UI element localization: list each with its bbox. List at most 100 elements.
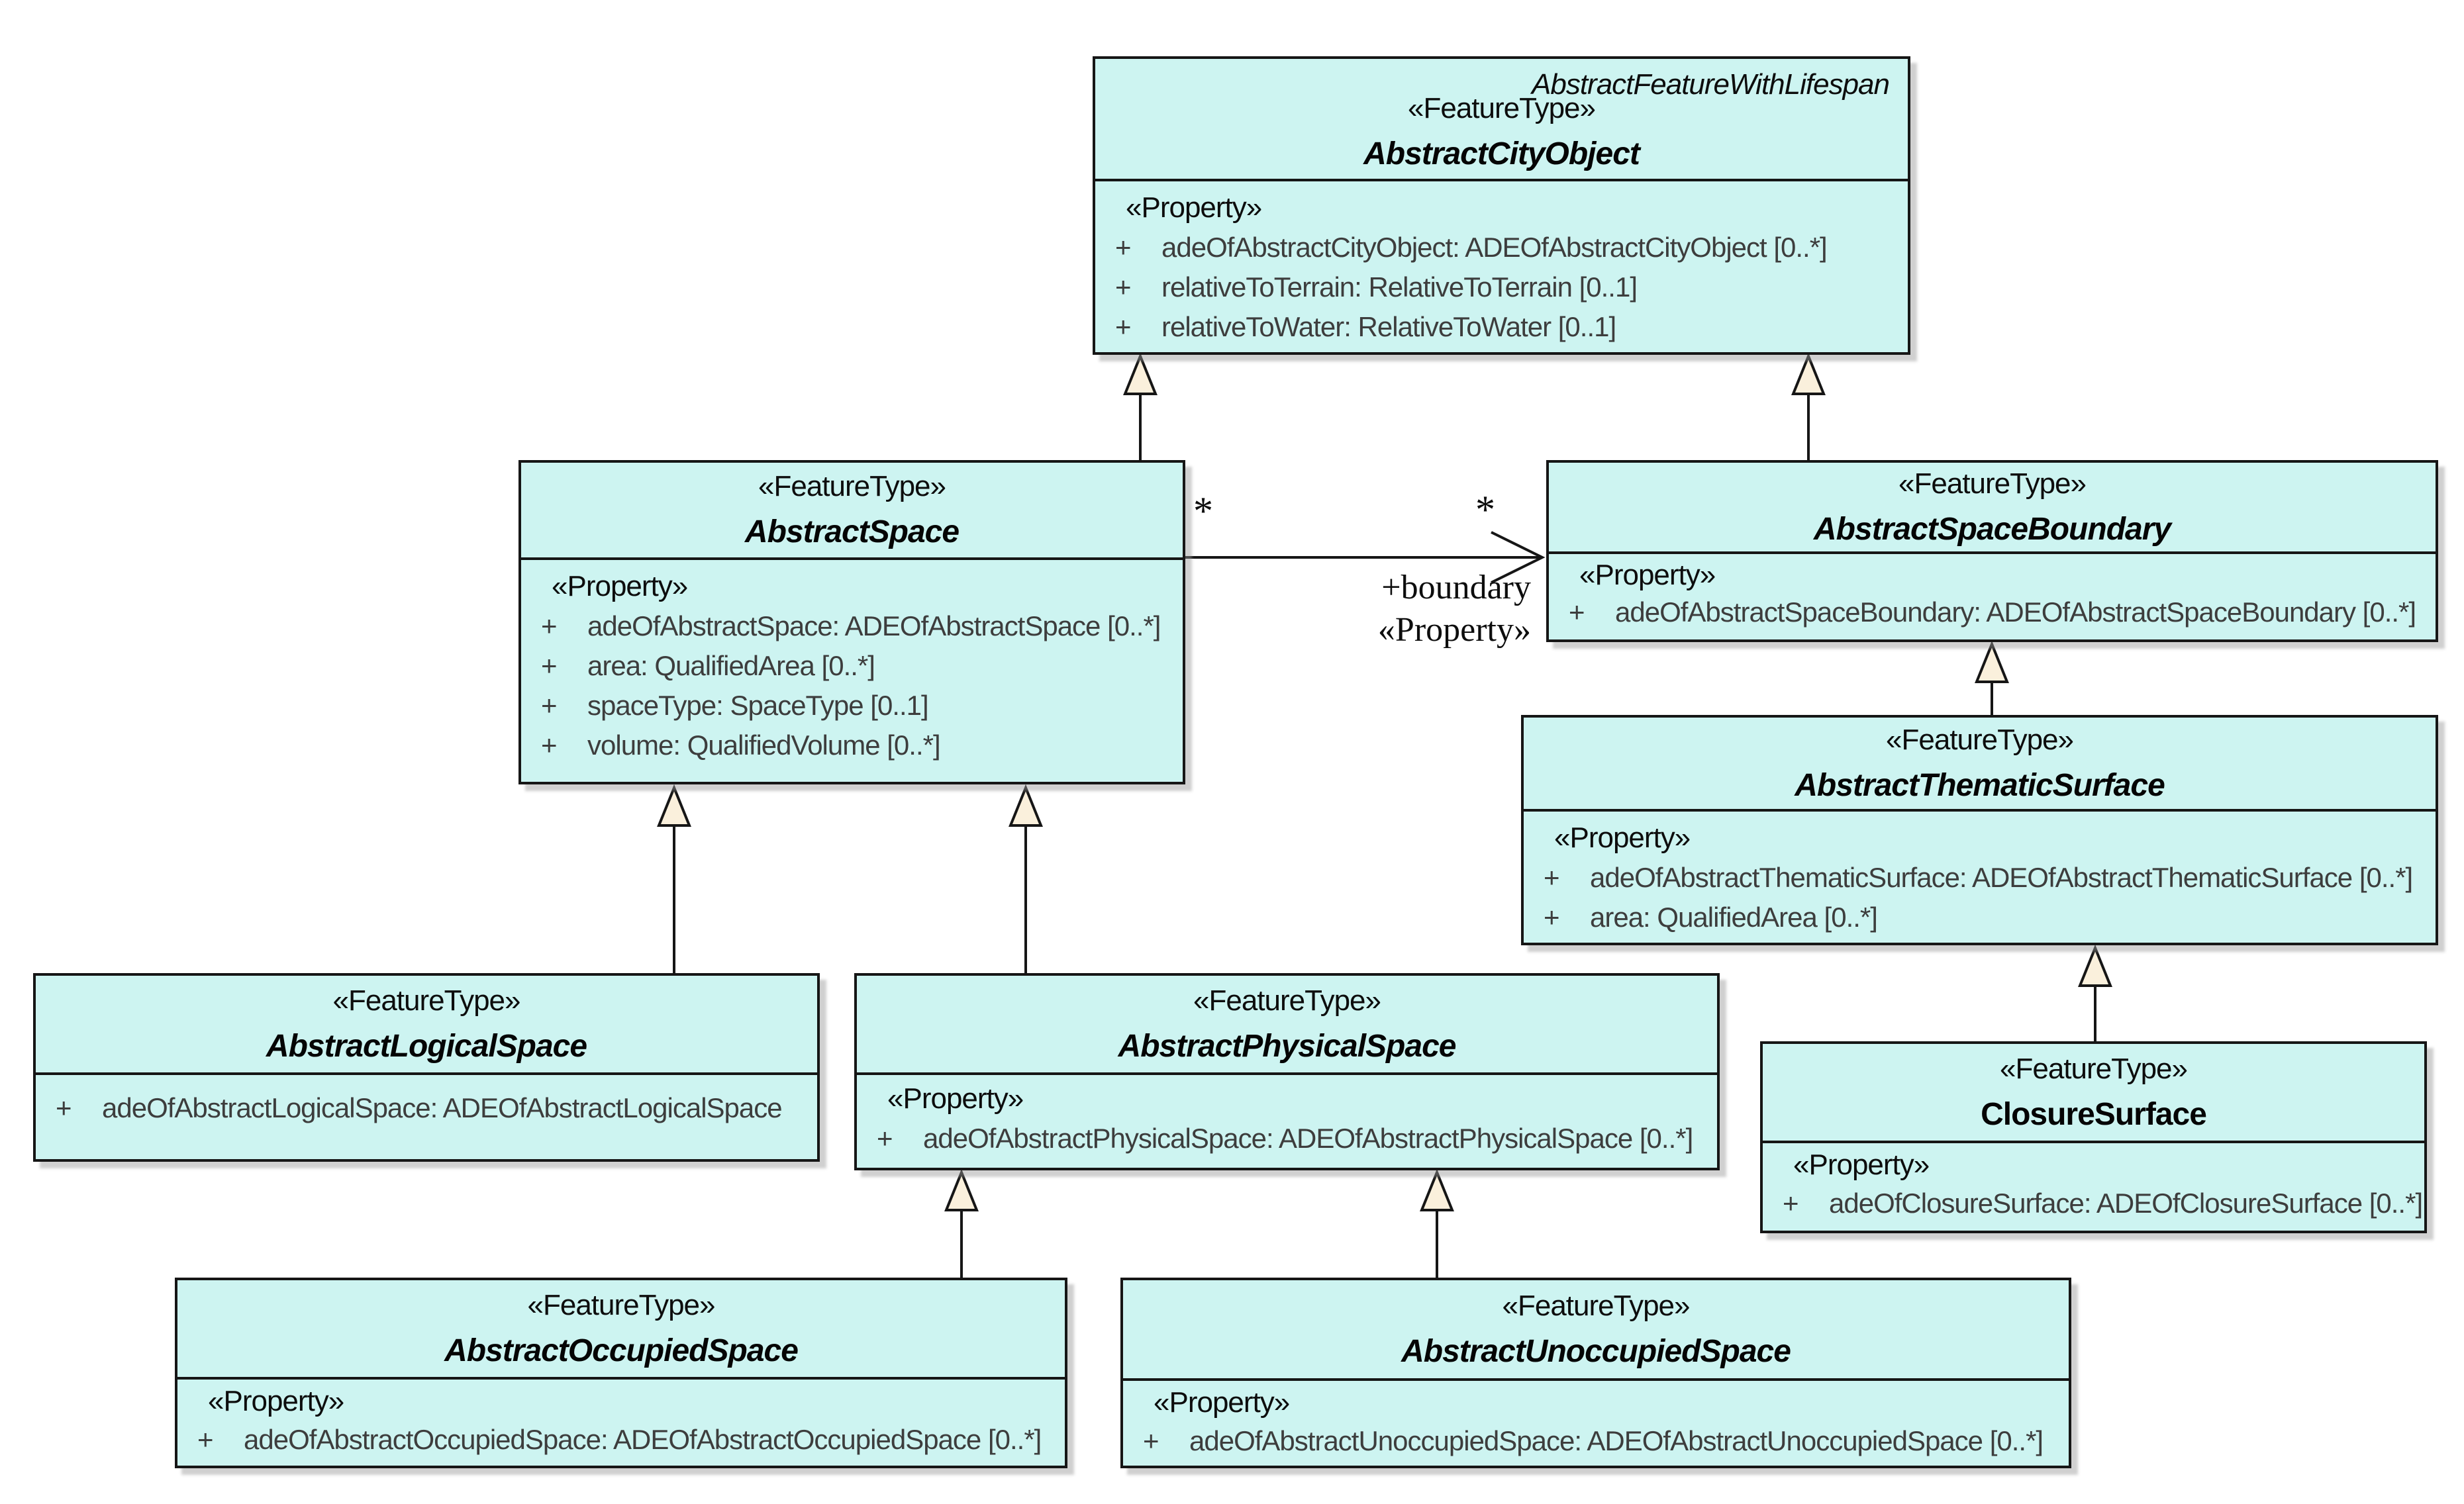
class-properties: «Property» + adeOfAbstractOccupiedSpace: … [177,1380,1065,1459]
generalization-arrowhead-icon [944,1168,979,1211]
property-text: relativeToTerrain: RelativeToTerrain [0.… [1161,271,1638,303]
property-stereotype: «Property» [1793,1149,1930,1181]
class-name: AbstractSpaceBoundary [1813,511,2171,547]
stereotype-label: «FeatureType» [1408,92,1596,124]
property-text: spaceType: SpaceType [0..1] [587,690,929,721]
property-text: area: QualifiedArea [0..*] [587,650,875,681]
visibility-marker: + [197,1424,214,1455]
property-stereotype: «Property» [208,1385,344,1417]
stereotype-label: «FeatureType» [1193,984,1381,1017]
property-text: adeOfAbstractSpaceBoundary: ADEOfAbstrac… [1615,596,2416,628]
class-header: AbstractFeatureWithLifespan «FeatureType… [1095,59,1908,181]
association-stereotype-label: «Property» [1377,611,1531,649]
generalization-arrowhead-icon [2078,944,2112,987]
class-box-abstract-city-object[interactable]: AbstractFeatureWithLifespan «FeatureType… [1093,56,1910,355]
property-row: + area: QualifiedArea [0..*] [521,646,1183,686]
visibility-marker: + [541,690,558,721]
property-row: + area: QualifiedArea [0..*] [1524,898,2436,937]
class-properties: «Property» + adeOfClosureSurface: ADEOfCl… [1763,1143,2424,1223]
generalization-arrowhead-icon [1420,1168,1454,1211]
class-box-closure-surface[interactable]: «FeatureType» ClosureSurface «Property» … [1760,1041,2427,1233]
class-box-abstract-space[interactable]: «FeatureType» AbstractSpace «Property» +… [518,460,1185,784]
class-header: «FeatureType» AbstractSpace [521,463,1183,560]
visibility-marker: + [1115,311,1132,342]
property-stereotype: «Property» [1579,559,1716,591]
class-box-abstract-space-boundary[interactable]: «FeatureType» AbstractSpaceBoundary «Pro… [1546,460,2438,642]
property-text: adeOfClosureSurface: ADEOfClosureSurface… [1829,1188,2423,1219]
visibility-marker: + [1115,232,1132,263]
property-row: +volume: QualifiedVolume [0..*] [521,726,1183,765]
class-header: «FeatureType» ClosureSurface [1763,1044,2424,1143]
property-row: + adeOfAbstractUnoccupiedSpace: ADEOfAbst… [1123,1422,2069,1460]
property-text: area: QualifiedArea [0..*] [1590,902,1878,933]
property-stereotype: «Property» [552,570,688,602]
association-multiplicity-source: * [1193,489,1213,533]
class-box-abstract-unoccupied-space[interactable]: «FeatureType» AbstractUnoccupiedSpace «P… [1120,1278,2071,1468]
property-text: adeOfAbstractCityObject: ADEOfAbstractCi… [1161,232,1828,263]
class-properties: «Property» +adeOfAbstractSpace: ADEOfAbs… [521,560,1183,765]
class-box-abstract-occupied-space[interactable]: «FeatureType» AbstractOccupiedSpace «Pro… [175,1278,1067,1468]
visibility-marker: + [1115,271,1132,303]
visibility-marker: + [1783,1188,1799,1219]
property-row: + adeOfAbstractOccupiedSpace: ADEOfAbstra… [177,1421,1065,1459]
property-text: volume: QualifiedVolume [0..*] [587,729,941,761]
stereotype-label: «FeatureType» [527,1288,716,1321]
generalization-arrowhead-icon [1975,640,2009,683]
generalization-arrowhead-icon [1791,352,1826,395]
class-name: AbstractLogicalSpace [266,1028,587,1064]
visibility-marker: + [877,1123,893,1154]
visibility-marker: + [1544,902,1560,933]
generalization-arrowhead-icon [1123,352,1158,395]
property-stereotype: «Property» [1154,1386,1290,1419]
stereotype-label: «FeatureType» [1886,723,2074,756]
property-text: adeOfAbstractThematicSurface: ADEOfAbstr… [1590,862,2413,893]
stereotype-label: «FeatureType» [1898,467,2087,500]
property-row: +adeOfAbstractSpaceBoundary: ADEOfAbstra… [1549,594,2436,631]
class-properties: «Property» + adeOfAbstractCityObject: ADE… [1095,181,1908,347]
property-row: +relativeToWater: RelativeToWater [0..1] [1095,307,1908,347]
class-name: AbstractCityObject [1363,136,1640,171]
generalization-arrowhead-icon [1009,784,1043,827]
property-text: adeOfAbstractLogicalSpace: ADEOfAbstract… [102,1092,783,1123]
property-stereotype: «Property» [1554,822,1691,854]
property-row: + adeOfAbstractPhysicalSpace: ADEOfAbstra… [857,1119,1717,1158]
class-name: AbstractThematicSurface [1795,767,2165,803]
class-header: «FeatureType» AbstractOccupiedSpace [177,1280,1065,1380]
visibility-marker: + [1143,1425,1159,1456]
class-header: «FeatureType» AbstractPhysicalSpace [857,976,1717,1075]
property-text: adeOfAbstractPhysicalSpace: ADEOfAbstrac… [923,1123,1693,1154]
stereotype-label: «FeatureType» [332,984,521,1017]
class-box-abstract-thematic-surface[interactable]: «FeatureType» AbstractThematicSurface «P… [1521,715,2438,945]
class-name: AbstractPhysicalSpace [1118,1028,1457,1064]
property-row: + adeOfAbstractLogicalSpace: ADEOfAbstrac… [36,1088,817,1128]
property-text: adeOfAbstractSpace: ADEOfAbstractSpace [… [587,610,1161,641]
property-text: adeOfAbstractUnoccupiedSpace: ADEOfAbstr… [1189,1425,2044,1456]
property-stereotype: «Property» [1126,191,1262,224]
stereotype-label: «FeatureType» [1502,1289,1691,1322]
class-header: «FeatureType» AbstractThematicSurface [1524,718,2436,812]
class-properties: «Property» + adeOfAbstractPhysicalSpace: … [857,1075,1717,1158]
class-properties: «Property» + adeOfAbstractUnoccupiedSpace… [1123,1381,2069,1460]
class-properties: «Property» +adeOfAbstractSpaceBoundary: … [1549,554,2436,631]
property-stereotype: «Property» [887,1082,1024,1115]
class-name: AbstractSpace [744,514,960,549]
visibility-marker: + [56,1092,72,1123]
parent-class-label: AbstractFeatureWithLifespan [1532,68,1890,101]
property-text: adeOfAbstractOccupiedSpace: ADEOfAbstrac… [244,1424,1042,1455]
property-row: +adeOfAbstractSpace: ADEOfAbstractSpace … [521,606,1183,646]
class-name: ClosureSurface [1981,1096,2207,1132]
class-header: «FeatureType» AbstractSpaceBoundary [1549,463,2436,554]
class-properties: «Property» + adeOfAbstractThematicSurface… [1524,812,2436,937]
class-properties: + adeOfAbstractLogicalSpace: ADEOfAbstrac… [36,1075,817,1128]
association-role-label: +boundary [1381,569,1531,606]
property-row: + spaceType: SpaceType [0..1] [521,686,1183,726]
class-name: AbstractUnoccupiedSpace [1401,1333,1791,1369]
class-box-abstract-logical-space[interactable]: «FeatureType» AbstractLogicalSpace + adeO… [33,973,820,1162]
stereotype-label: «FeatureType» [2000,1052,2188,1085]
visibility-marker: + [541,650,558,681]
class-header: «FeatureType» AbstractUnoccupiedSpace [1123,1280,2069,1381]
association-multiplicity-target: * [1475,488,1495,532]
class-box-abstract-physical-space[interactable]: «FeatureType» AbstractPhysicalSpace «Pro… [854,973,1720,1170]
property-row: + adeOfAbstractCityObject: ADEOfAbstractC… [1095,228,1908,267]
